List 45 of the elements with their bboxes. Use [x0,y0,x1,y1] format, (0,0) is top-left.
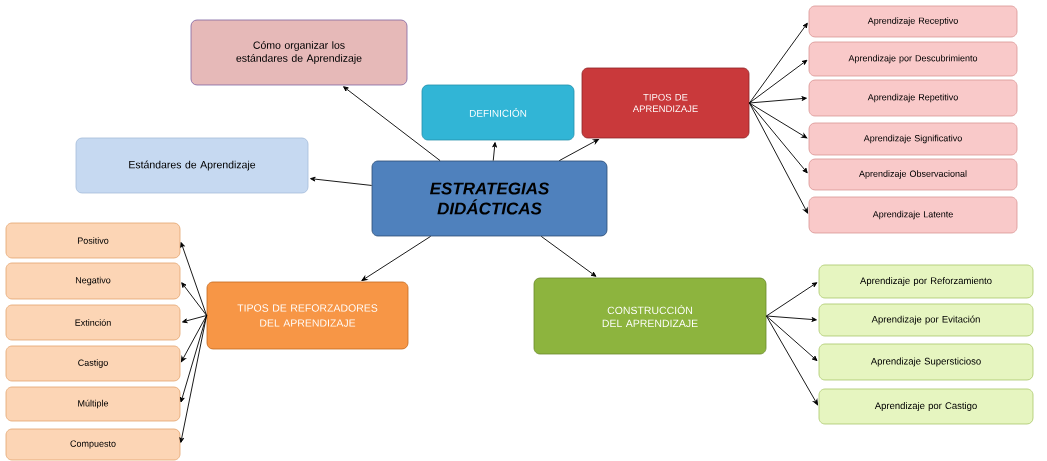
item-box: Positivo [5,222,181,259]
arrow [181,315,208,363]
arrow [748,102,808,139]
arrow [748,96,807,104]
arrow [180,242,208,316]
arrow [540,235,597,277]
arrow [748,102,809,214]
item-box: Aprendizaje por Descubrimiento [808,41,1018,77]
item-box: Aprendizaje por Castigo [818,388,1034,425]
item-box: Aprendizaje Repetitivo [808,79,1018,117]
item-box: Extinción [5,304,181,341]
item-box: Compuesto [5,428,181,461]
topic-box: Estándares de Aprendizaje [75,137,309,194]
arrow [765,315,817,322]
item-box: Aprendizaje Supersticioso [818,343,1034,381]
topic-box: TIPOS DE REFORZADORES DEL APRENDIZAJE [206,281,409,350]
topic-box: CONSTRUCCIÓN DEL APRENDIZAJE [533,277,767,355]
arrow [181,282,208,316]
arrow [343,86,441,162]
arrow [182,315,208,324]
topic-box: Cómo organizar los estándares de Aprendizaje [190,19,408,86]
arrow [179,315,208,403]
arrow [765,315,818,362]
arrow [361,235,432,281]
arrow [492,142,497,162]
item-box: Aprendizaje Significativo [808,122,1018,156]
item-box: Castigo [5,345,181,382]
arrow [748,102,808,174]
arrow [179,315,208,443]
item-box: Aprendizaje Observacional [808,158,1018,191]
arrow [765,282,818,317]
item-box: Negativo [5,262,181,300]
central-box: ESTRATEGIAS DIDÁCTICAS [371,160,608,237]
item-box: Aprendizaje Latente [808,196,1018,234]
item-box: Aprendizaje Receptivo [808,5,1018,38]
topic-box: DEFINICIÓN [421,84,575,141]
arrow [310,176,373,186]
arrow [558,138,599,162]
arrow [765,315,818,406]
arrow [748,22,808,104]
arrow [748,59,808,104]
item-box: Aprendizaje por Reforzamiento [818,264,1034,299]
topic-box: TIPOS DE APRENDIZAJE [581,67,750,139]
item-box: Aprendizaje por Evitación [818,303,1034,337]
item-box: Múltiple [5,386,181,422]
